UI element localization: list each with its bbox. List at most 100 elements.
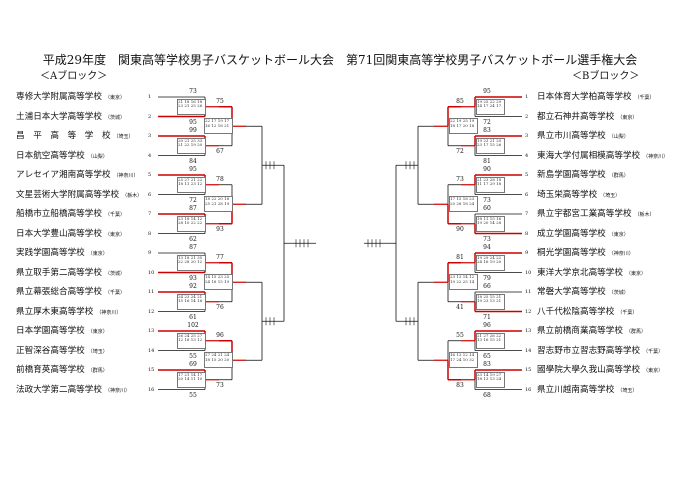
quarter-score: 28 xyxy=(178,220,185,226)
block-b-label: ＜Bブロック＞ xyxy=(572,71,640,82)
score-bottom: 81 xyxy=(483,157,491,165)
quarter-score: 22 xyxy=(205,118,212,124)
seed-number: 4 xyxy=(525,152,529,159)
score-top: 75 xyxy=(216,97,224,105)
quarter-scores-row: 23 18 14 12 xyxy=(178,217,205,222)
team-prefecture: （神奈川） xyxy=(608,251,634,257)
score-bottom: 95 xyxy=(189,118,197,126)
quarter-score: 13 xyxy=(489,376,497,382)
quarter-score-box: 18 25 15 21 19 23 13 21 xyxy=(476,293,505,310)
quarter-score: 14 xyxy=(469,278,475,284)
team-prefecture: （東京） xyxy=(87,251,108,257)
quarter-score: 10 xyxy=(197,376,203,382)
quarter-score: 23 xyxy=(190,181,198,187)
quarter-scores-row: 18 17 20 18 xyxy=(450,122,477,129)
seed-number: 2 xyxy=(148,113,152,120)
score-top: 83 xyxy=(483,127,491,134)
team-b-16: 県立川越南高等学校（埼玉） xyxy=(537,384,637,397)
quarter-score: 15 xyxy=(489,215,497,221)
quarter-score: 24 xyxy=(205,278,212,284)
team-prefecture: （千葉） xyxy=(617,309,638,316)
seed-number: 1 xyxy=(148,94,152,100)
team-b-2: 都立石神井高等学校（東京） xyxy=(537,111,637,124)
team-b-9: 桐光学園高等学校（神奈川） xyxy=(537,247,634,260)
seed-number: 13 xyxy=(148,328,155,334)
team-prefecture: （神奈川） xyxy=(113,173,139,179)
quarter-score: 20 xyxy=(450,200,457,206)
quarter-scores-row: 27 24 21 24 xyxy=(205,353,232,358)
quarter-score: 21 xyxy=(217,352,225,358)
quarter-scores-row: 18 13 13 24 xyxy=(477,377,504,382)
team-name: 県立幕張総合高等学校 xyxy=(16,287,102,297)
score-top: 87 xyxy=(189,244,197,251)
score-top: 95 xyxy=(189,166,197,173)
quarter-score: 21 xyxy=(178,98,185,104)
quarter-score: 15 xyxy=(211,274,218,280)
quarter-score: 13 xyxy=(190,337,198,343)
quarter-score: 20 xyxy=(462,122,470,128)
quarter-score: 18 xyxy=(184,254,191,260)
quarter-score: 18 xyxy=(184,98,191,104)
score-top: 95 xyxy=(483,88,491,95)
quarter-score-box: 19 23 21 20 23 17 15 26 xyxy=(476,137,505,154)
team-b-5: 新島学園高等学校（群馬） xyxy=(537,169,629,182)
quarter-score: 19 xyxy=(450,278,457,284)
team-name: 県立取手第二高等学校 xyxy=(16,267,102,278)
quarter-score: 18 xyxy=(205,196,212,202)
quarter-score: 18 xyxy=(217,122,225,128)
quarter-scores-row: 19 23 13 21 xyxy=(477,299,504,304)
quarter-scores-row: 17 21 14 17 xyxy=(178,373,205,378)
quarter-score: 16 xyxy=(483,259,490,265)
seed-number: 10 xyxy=(148,269,155,276)
quarter-scores-row: 12 18 13 12 xyxy=(178,338,205,343)
quarter-score: 18 xyxy=(184,337,191,343)
quarter-score: 18 xyxy=(184,215,191,221)
quarter-score-box: 23 13 14 12 19 22 25 14 xyxy=(449,274,478,291)
quarter-score: 24 xyxy=(496,376,502,382)
quarter-score: 20 xyxy=(483,220,490,226)
quarter-score: 20 xyxy=(217,196,225,202)
quarter-score: 15 xyxy=(456,196,463,202)
team-prefecture: （茨城） xyxy=(104,270,125,277)
quarter-scores-row: 23 17 15 26 xyxy=(477,143,504,148)
quarter-score: 21 xyxy=(197,293,203,299)
quarter-score: 14 xyxy=(190,298,198,304)
quarter-score: 32 xyxy=(469,356,475,362)
score-top: 77 xyxy=(216,253,224,261)
quarter-score: 17 xyxy=(450,356,457,362)
quarter-score: 29 xyxy=(489,181,497,187)
quarter-score: 25 xyxy=(190,332,198,338)
quarter-score: 27 xyxy=(184,176,191,182)
quarter-score: 17 xyxy=(483,142,490,148)
team-prefecture: （神奈川） xyxy=(96,309,122,316)
team-name: 都立石神井高等学校 xyxy=(537,111,615,122)
quarter-score: 21 xyxy=(496,298,502,304)
team-prefecture: （埼玉） xyxy=(87,348,108,355)
quarter-score-box: 19 25 22 29 14 17 24 17 xyxy=(476,98,505,115)
seed-number: 14 xyxy=(148,347,155,354)
team-b-12: 八千代松陰高等学校（千葉） xyxy=(537,306,637,319)
quarter-score: 18 xyxy=(477,293,484,299)
seed-number: 12 xyxy=(525,308,532,315)
quarter-score: 17 xyxy=(483,103,490,109)
quarter-score: 19 xyxy=(477,137,484,143)
team-b-8: 成立学園高等学校（東京） xyxy=(537,228,629,241)
team-name: 県立厚木東高等学校 xyxy=(16,306,94,317)
seed-number: 7 xyxy=(148,211,152,217)
quarter-score: 15 xyxy=(489,142,497,148)
quarter-score-box: 23 18 14 12 28 10 22 22 xyxy=(177,215,206,232)
quarter-score: 23 xyxy=(477,371,484,377)
quarter-score: 26 xyxy=(178,332,185,338)
quarter-score: 22 xyxy=(197,176,203,182)
team-b-10: 東洋大学京北高等学校（東京） xyxy=(537,267,646,280)
team-prefecture: （千葉） xyxy=(104,290,125,296)
quarter-score: 20 xyxy=(178,137,185,143)
quarter-score: 29 xyxy=(483,254,490,260)
quarter-score: 18 xyxy=(477,376,484,382)
team-name: 専修大学附属高等学校 xyxy=(16,92,102,102)
quarter-score: 15 xyxy=(489,337,497,343)
quarter-score: 24 xyxy=(211,352,218,358)
quarter-score: 20 xyxy=(178,376,185,382)
team-name: 日本体育大学柏高等学校 xyxy=(537,92,632,102)
team-a-7: 船橋市立船橋高等学校（千葉） xyxy=(16,208,125,221)
